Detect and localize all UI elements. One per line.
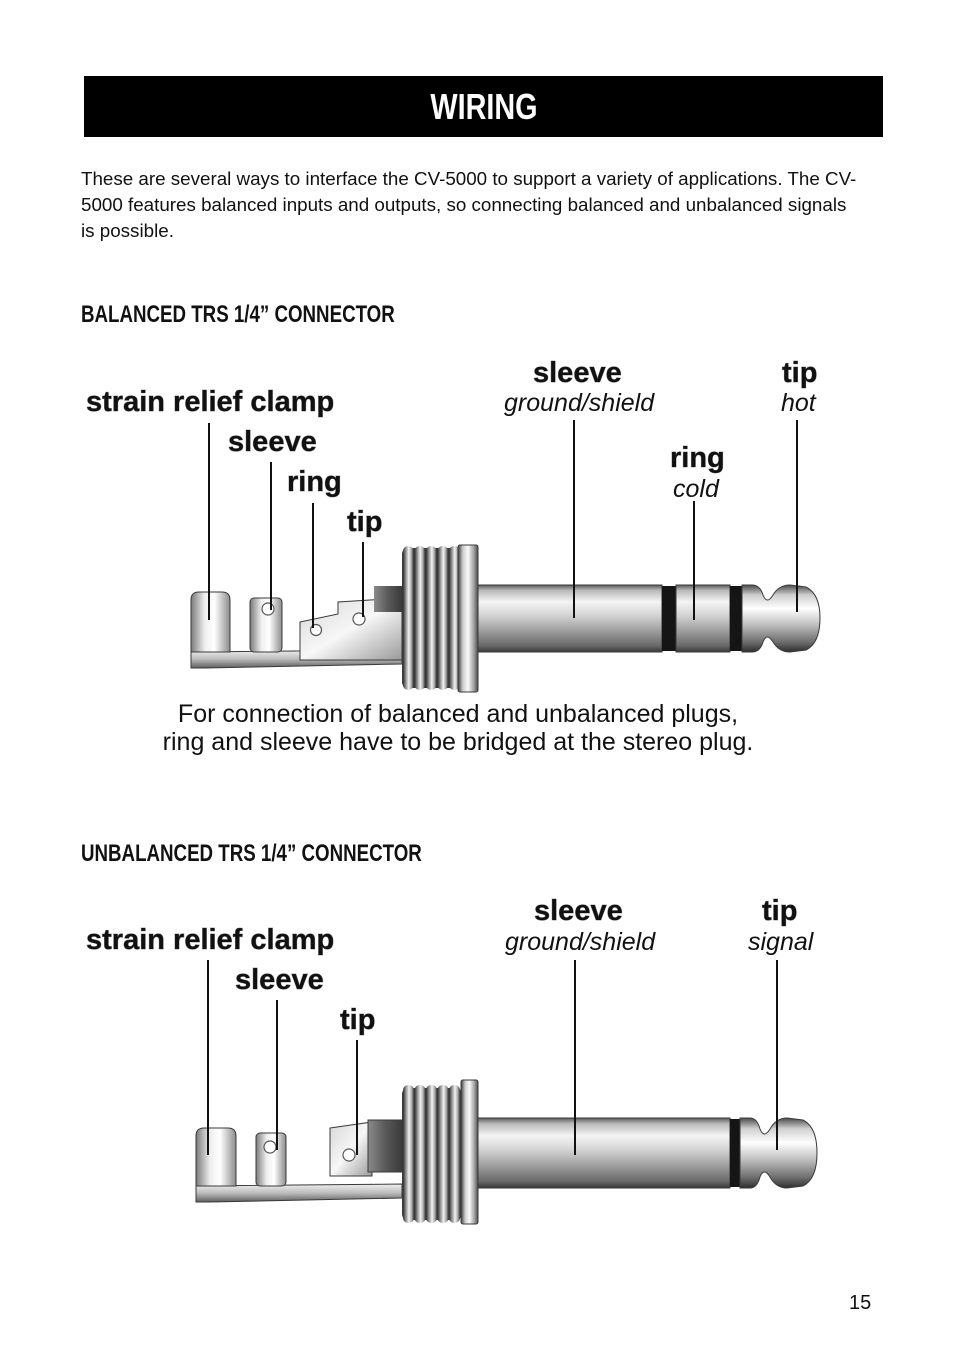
thread-ridge <box>449 546 460 690</box>
thread-ridge <box>403 1085 414 1223</box>
tip-contact <box>741 584 821 653</box>
unbalanced-plug-illustration <box>195 1079 818 1225</box>
page-number: 15 <box>849 1292 872 1314</box>
strain-relief-clamp <box>195 1119 403 1203</box>
thread-ridge <box>437 1085 449 1223</box>
label-plug-ring-role: cold <box>673 475 720 503</box>
balanced-trs-diagram: strain relief clamp sleeve ring tip slee… <box>86 357 821 693</box>
label-cable-sleeve: sleeve <box>228 426 317 458</box>
flange-washer <box>460 1079 479 1225</box>
clamp-tab <box>190 591 231 653</box>
sleeve-solder-hole <box>261 602 275 616</box>
header-bar: WIRING <box>84 76 883 137</box>
diagram-labels: strain relief clamp sleeve tip sleeve gr… <box>86 895 815 1037</box>
diagram-labels: strain relief clamp sleeve ring tip slee… <box>86 357 818 539</box>
label-plug-sleeve-role: ground/shield <box>504 389 655 417</box>
label-strain-relief-clamp: strain relief clamp <box>86 386 334 418</box>
label-plug-tip-role: hot <box>781 389 817 417</box>
label-plug-sleeve: sleeve <box>534 895 623 927</box>
label-plug-sleeve-role: ground/shield <box>505 928 656 956</box>
label-cable-ring: ring <box>287 466 342 498</box>
insulator-band <box>662 586 676 651</box>
tip-contact <box>739 1117 818 1189</box>
label-plug-ring: ring <box>670 442 725 474</box>
note-line: ring and sleeve have to be bridged at th… <box>162 728 754 756</box>
thread-ridge <box>449 1085 460 1223</box>
unbalanced-heading: UNBALANCED TRS 1/4” CONNECTOR <box>81 840 422 867</box>
lug-insulator-block <box>374 586 402 612</box>
clamp-base-plate <box>195 1183 403 1203</box>
label-cable-tip: tip <box>340 1004 375 1036</box>
intro-paragraph: These are several ways to interface the … <box>81 166 856 244</box>
insulator-band <box>730 1119 740 1187</box>
thread-ridge <box>426 546 437 690</box>
lug-insulator-block <box>367 1119 403 1173</box>
note-line: For connection of balanced and unbalance… <box>177 700 739 728</box>
strain-relief-clamp <box>190 586 403 669</box>
intro-line: is possible. <box>81 220 174 241</box>
bridging-note: For connection of balanced and unbalance… <box>0 700 916 756</box>
ring-contact <box>675 584 731 653</box>
thread-ridge <box>426 1085 437 1223</box>
leader-lines <box>208 420 798 628</box>
insulator-band <box>730 586 742 651</box>
label-plug-sleeve: sleeve <box>533 357 622 389</box>
leader-lines <box>207 960 778 1155</box>
thread-ridge <box>414 1085 426 1223</box>
intro-line: 5000 features balanced inputs and output… <box>81 194 847 215</box>
label-plug-tip: tip <box>782 357 817 389</box>
page-title: WIRING <box>429 85 538 127</box>
sleeve-shaft <box>477 584 663 653</box>
thread-ridge <box>414 546 425 690</box>
sleeve-solder-hole <box>263 1140 277 1154</box>
balanced-plug-illustration <box>190 544 821 693</box>
label-strain-relief-clamp: strain relief clamp <box>86 924 334 956</box>
flange-washer <box>457 544 479 693</box>
unbalanced-trs-diagram: strain relief clamp sleeve tip sleeve gr… <box>86 895 818 1225</box>
threaded-collar <box>402 546 460 690</box>
threaded-collar <box>402 1085 462 1223</box>
balanced-heading: BALANCED TRS 1/4” CONNECTOR <box>81 301 395 328</box>
tip-solder-hole <box>342 1148 356 1162</box>
label-plug-tip: tip <box>762 895 797 927</box>
thread-ridge <box>437 546 448 690</box>
thread-ridge <box>403 546 414 690</box>
label-cable-tip: tip <box>347 506 382 538</box>
sleeve-shaft <box>477 1117 731 1189</box>
label-plug-tip-role: signal <box>748 928 815 956</box>
label-cable-sleeve: sleeve <box>235 964 324 996</box>
clamp-tab <box>195 1127 237 1187</box>
intro-line: These are several ways to interface the … <box>81 168 857 189</box>
